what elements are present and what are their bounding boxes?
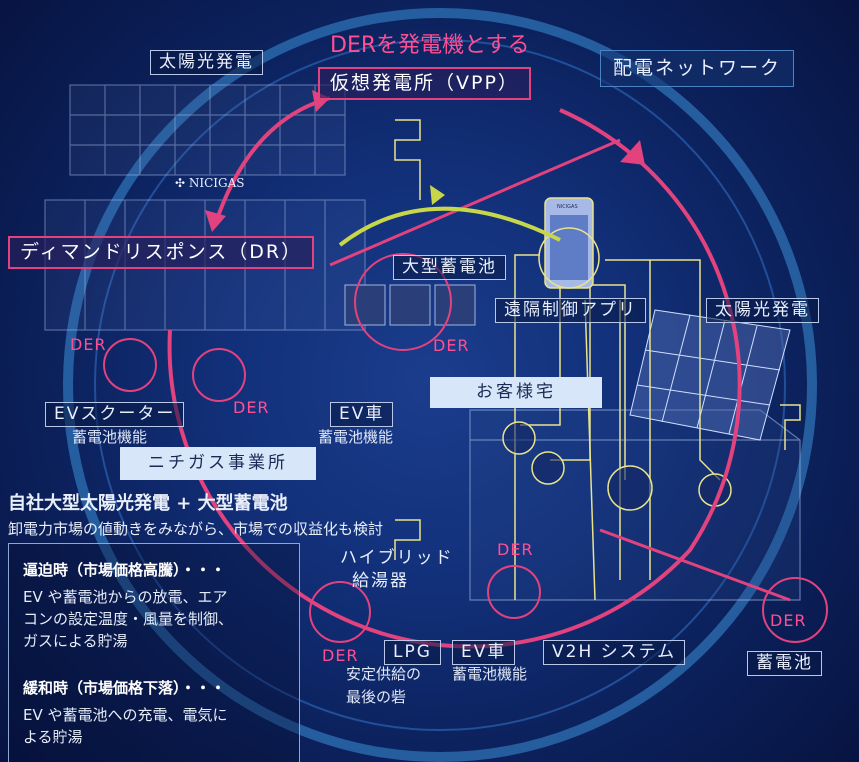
ev-car-label: EV車 (330, 402, 394, 427)
tight-line-3: ガスによる貯湯 (23, 632, 128, 650)
vpp-dr-double-arrow (213, 96, 331, 226)
solar-right-label: 太陽光発電 (706, 298, 819, 323)
der-circles (103, 253, 828, 643)
device-circles (502, 421, 732, 511)
tight-title: 逼迫時（市場価格高騰）・・・ (23, 561, 226, 579)
der-label-ev2: DER (497, 540, 534, 559)
market-panel: 逼迫時（市場価格高騰）・・・ EV や蓄電池からの放電、エア コンの設定温度・風… (8, 543, 300, 762)
customer-home-label: お客様宅 (430, 377, 602, 408)
ev-scooter-label: EVスクーター (45, 402, 185, 427)
cycle-arrowhead (620, 140, 645, 165)
nicigas-logo: ✣ NICIGAS (175, 176, 245, 190)
der-label-heater: DER (322, 646, 359, 665)
der-label-battery: DER (433, 336, 470, 355)
office-label: ニチガス事業所 (120, 447, 316, 480)
relief-line-2: よる貯湯 (23, 728, 83, 746)
der-label-car: DER (233, 398, 270, 417)
large-battery-unit (344, 284, 476, 326)
der-label-scooter: DER (70, 335, 107, 354)
solar-top-label: 太陽光発電 (150, 50, 263, 75)
lpg-sub2: 最後の砦 (346, 688, 407, 706)
ev-car2-label: EV車 (452, 640, 516, 665)
demand-response-label: ディマンドリスポンス（DR） (8, 236, 315, 269)
solar-panel-right (629, 309, 791, 441)
tight-line-1: EV や蓄電池からの放電、エア (23, 588, 228, 606)
home-battery-label: 蓄電池 (747, 651, 822, 676)
headline: 自社大型太陽光発電 + 大型蓄電池 (8, 493, 288, 514)
vpp-cycle-arc (167, 108, 742, 649)
ev-car2-sub: 蓄電池機能 (452, 665, 528, 683)
subline: 卸電力市場の値動きをみながら、市場での収益化も検討 (8, 520, 384, 538)
office-building (44, 84, 366, 331)
der-label-home-battery: DER (770, 611, 807, 630)
vpp-label: 仮想発電所（VPP） (318, 67, 531, 100)
v2h-label: V2H システム (543, 640, 686, 665)
lime-arc (338, 206, 561, 247)
inner-ring (94, 39, 786, 731)
distribution-network-label: 配電ネットワーク (600, 50, 795, 87)
ev-scooter-sub: 蓄電池機能 (72, 428, 148, 446)
remote-app-phone (538, 197, 600, 289)
remote-app-label: 遠隔制御アプリ (495, 298, 646, 323)
lpg-label: LPG (384, 640, 441, 665)
app-brand: NICIGAS (557, 204, 578, 210)
pink-links (329, 138, 791, 602)
hybrid-heater-line1: ハイブリッド (340, 548, 454, 568)
relief-title: 緩和時（市場価格下落）・・・ (23, 679, 226, 697)
large-battery-label: 大型蓄電池 (393, 255, 506, 280)
tight-line-2: コンの設定温度・風量を制御、 (23, 610, 234, 628)
vpp-title: DERを発電機とする (330, 33, 530, 58)
hybrid-heater-line2: 給湯器 (352, 571, 409, 591)
ev-car-sub: 蓄電池機能 (318, 428, 394, 446)
relief-line-1: EV や蓄電池への充電、電気に (23, 706, 228, 724)
outer-network-ring (63, 8, 817, 762)
control-wires (394, 119, 801, 601)
lpg-sub1: 安定供給の (346, 665, 422, 683)
